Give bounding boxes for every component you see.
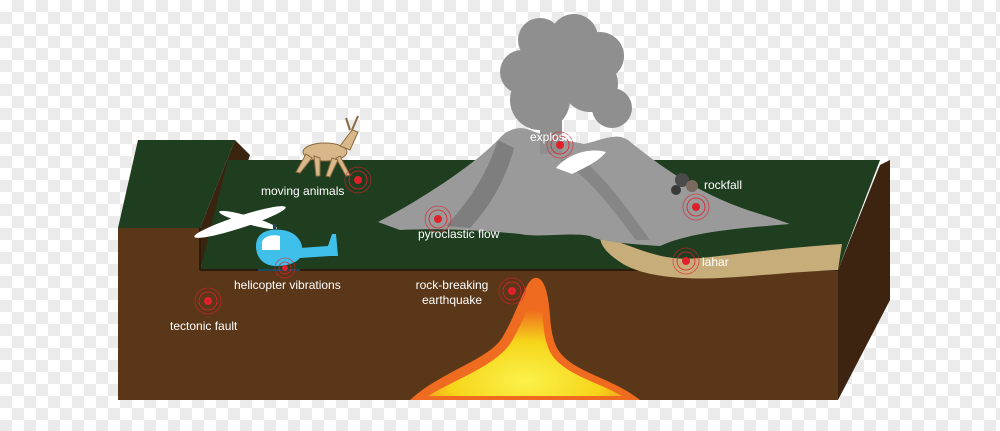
helicopter-icon [194, 206, 338, 271]
label-explosion: explosion [530, 130, 581, 144]
rockfall-boulders [671, 173, 698, 195]
magma-chamber-core [428, 294, 622, 396]
signal-marker-moving-animals [344, 166, 372, 194]
signal-marker-tectonic-fault [194, 287, 222, 315]
signal-marker-rockfall [682, 193, 710, 221]
label-tectonic-fault: tectonic fault [170, 319, 238, 333]
label-moving-animals: moving animals [261, 184, 345, 198]
signal-marker-helicopter [274, 257, 296, 279]
eruption-plume [500, 14, 632, 154]
signal-marker-earthquake [498, 277, 526, 305]
label-pyroclastic-flow: pyroclastic flow [418, 227, 500, 241]
lahar-flow [600, 236, 842, 279]
signal-marker-lahar [672, 247, 700, 275]
deer [295, 115, 359, 178]
label-rockfall: rockfall [704, 178, 743, 192]
volcano-shading [446, 140, 514, 228]
ground-block-side [838, 160, 890, 400]
fault-block-top [118, 140, 235, 228]
label-lahar: lahar [702, 255, 729, 269]
label-rock-breaking-earthquake: rock-breaking earthquake [415, 278, 489, 307]
signal-marker-pyroclastic-flow [424, 205, 452, 233]
signal-marker-explosion [546, 131, 574, 159]
crater-glow [556, 150, 606, 174]
label-helicopter-vibrations: helicopter vibrations [234, 278, 341, 292]
